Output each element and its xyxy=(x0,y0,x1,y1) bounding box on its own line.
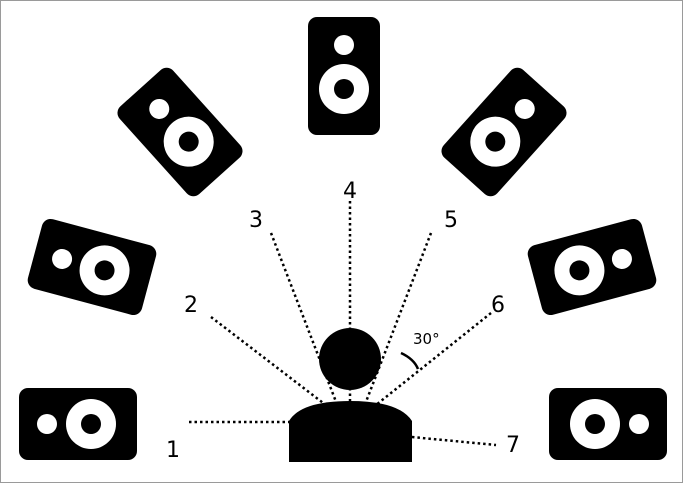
listener-body xyxy=(289,401,412,462)
listener-icon xyxy=(289,328,412,462)
speaker-5 xyxy=(437,64,571,200)
speaker-7 xyxy=(549,388,667,460)
angle-arc-icon xyxy=(400,351,420,370)
speaker-label-7: 7 xyxy=(506,433,520,458)
guide-line-3 xyxy=(269,232,340,408)
speaker-label-1: 1 xyxy=(166,438,180,463)
guide-line-7 xyxy=(400,434,497,447)
speaker-4 xyxy=(308,17,380,135)
speaker-6 xyxy=(525,216,659,318)
speaker-label-5: 5 xyxy=(444,208,458,233)
speaker-label-3: 3 xyxy=(249,208,263,233)
angle-label: 30° xyxy=(413,330,440,348)
speaker-label-2: 2 xyxy=(184,293,198,318)
speaker-1 xyxy=(19,388,137,460)
guide-line-5 xyxy=(362,232,433,408)
guide-line-2 xyxy=(210,316,332,410)
guide-line-6 xyxy=(370,312,492,410)
speaker-label-6: 6 xyxy=(491,293,505,318)
speaker-2 xyxy=(25,216,159,318)
listener-head xyxy=(319,328,381,390)
speaker-3 xyxy=(113,64,247,200)
speaker-label-4: 4 xyxy=(343,179,357,204)
